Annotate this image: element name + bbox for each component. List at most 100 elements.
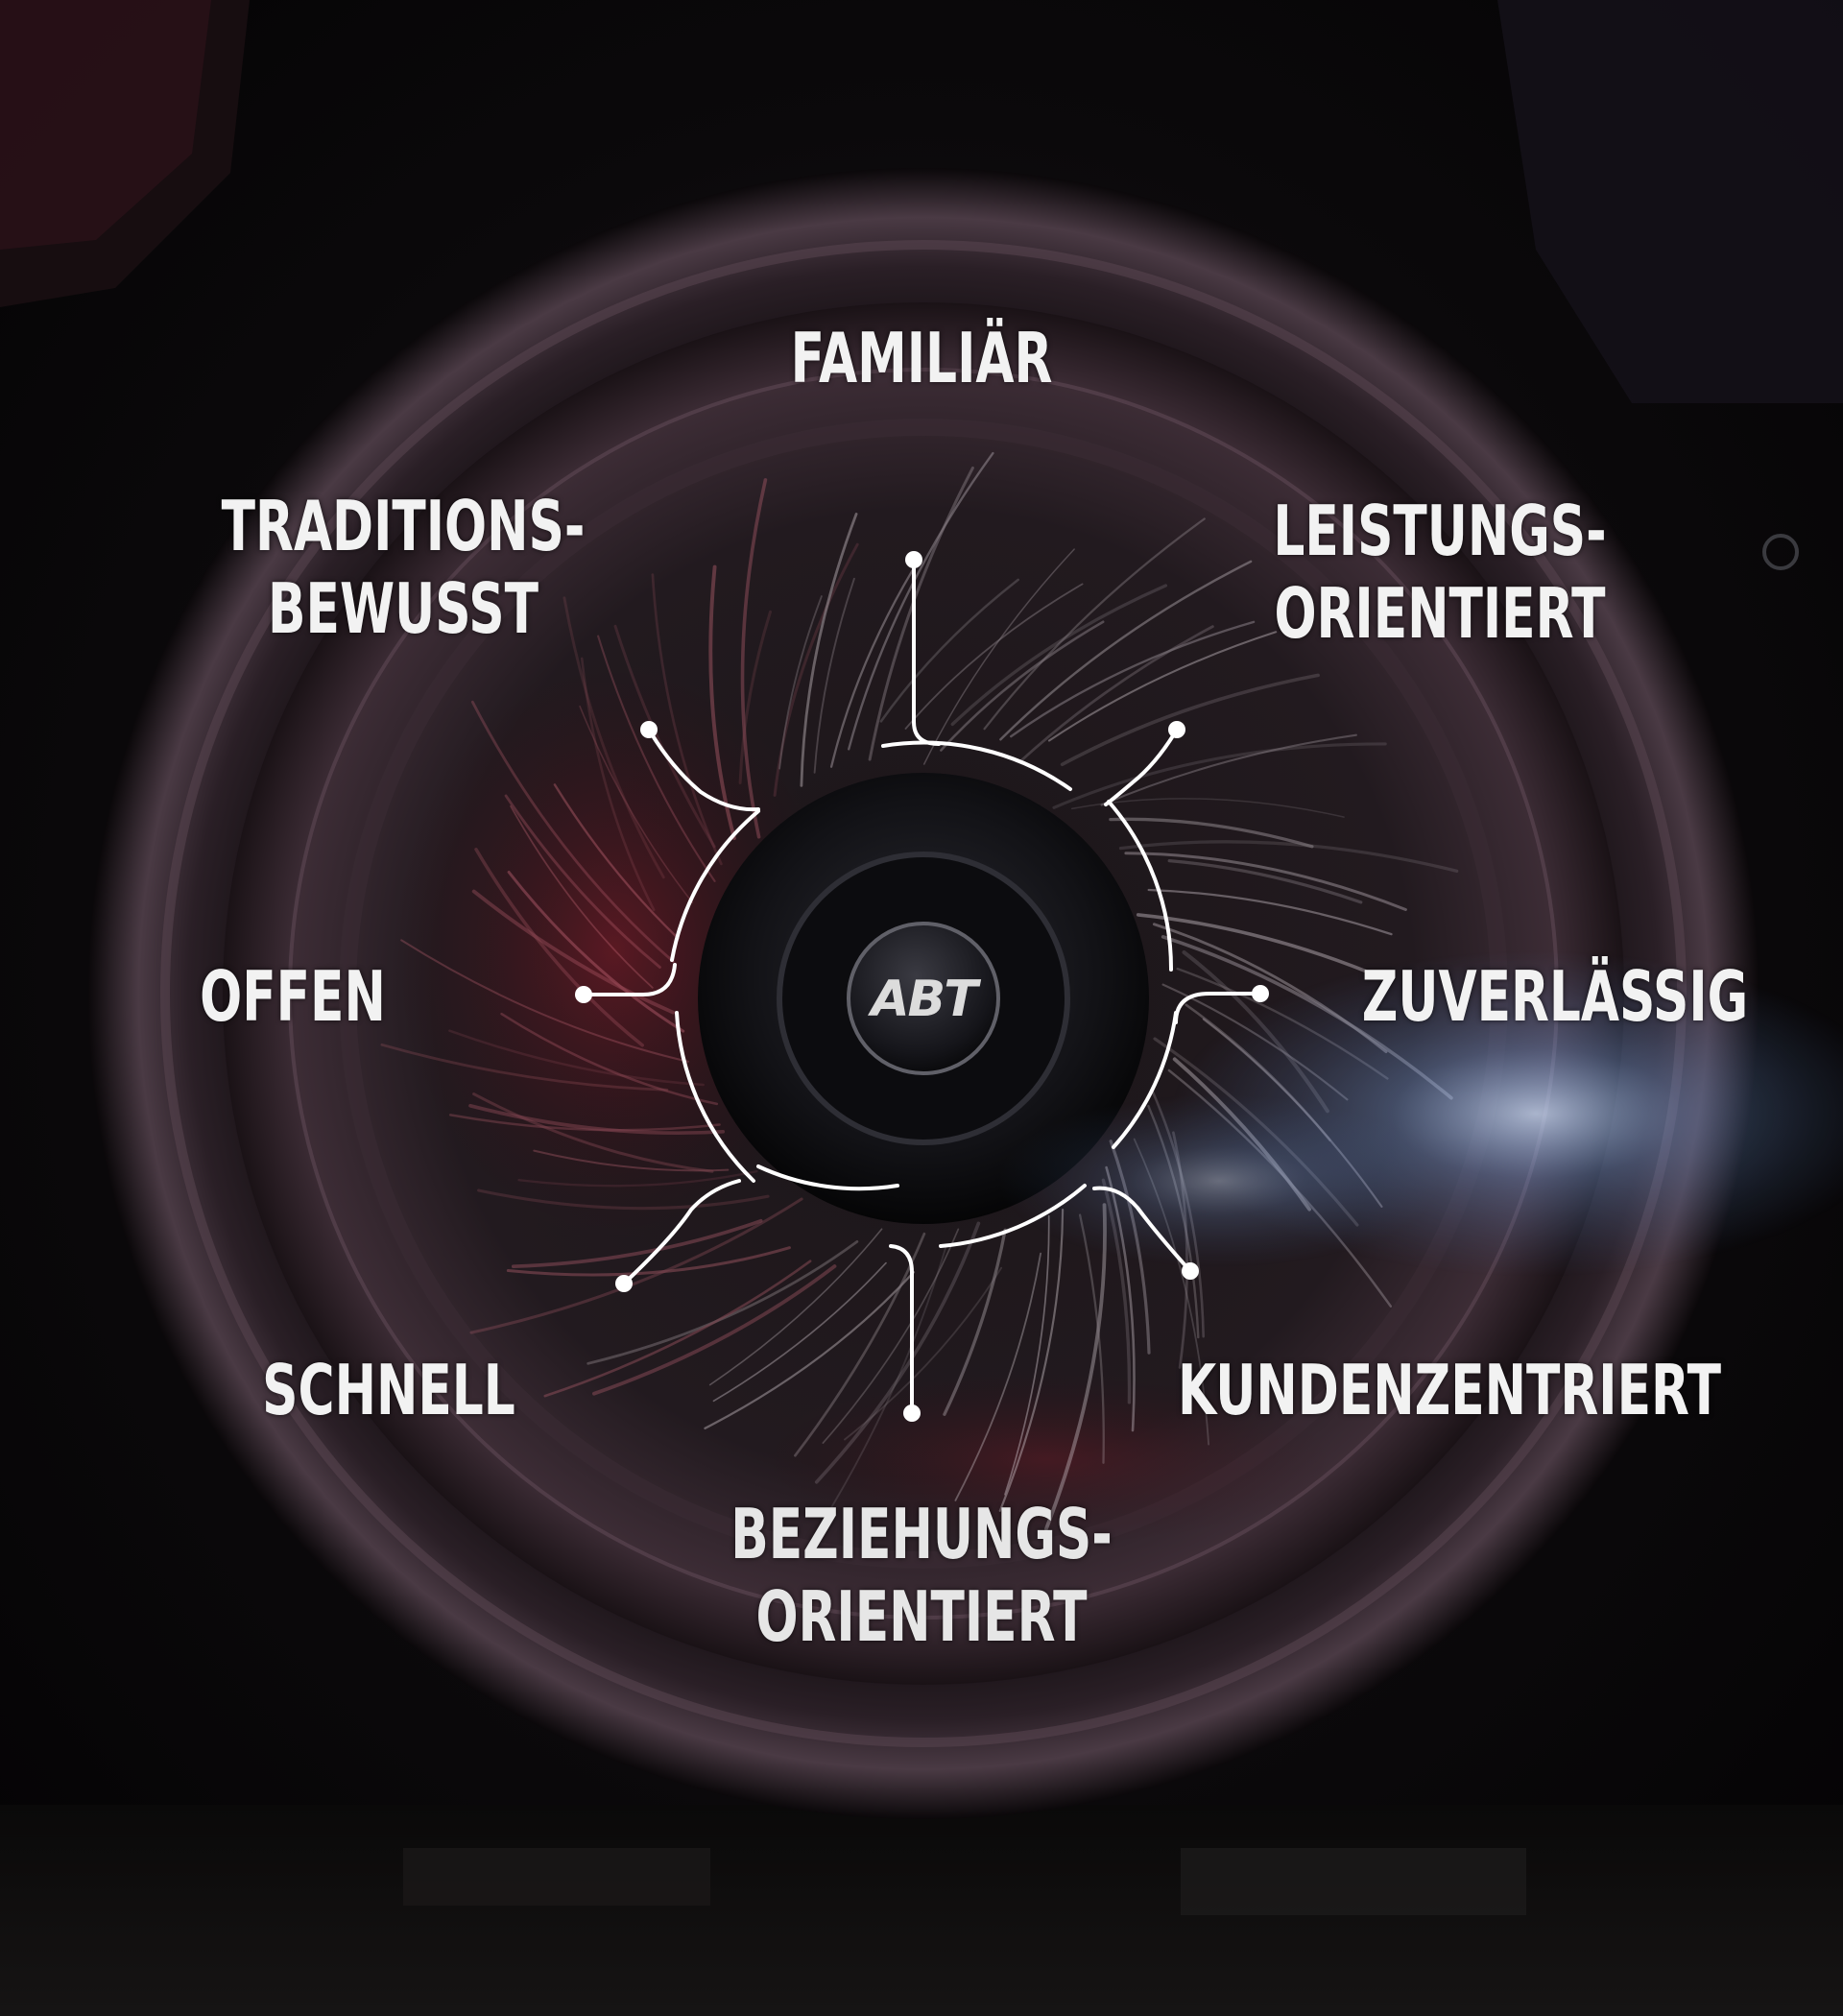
- motion-streak: [868, 466, 974, 761]
- node-dot-traditions: [640, 721, 658, 738]
- node-dot-leistungs: [1168, 721, 1185, 738]
- motion-streak: [738, 610, 772, 784]
- motion-streak: [848, 451, 994, 751]
- label-offen-text: OFFEN: [200, 956, 386, 1037]
- motion-streak: [1109, 817, 1314, 849]
- ring-arc-lower-left: [675, 1011, 755, 1183]
- motion-streak: [1136, 913, 1386, 981]
- motion-streak: [1052, 742, 1387, 809]
- motion-streak: [821, 1243, 947, 1524]
- motion-streak: [470, 700, 675, 964]
- label-kundenzentriert: KUNDENZENTRIERT: [1166, 1349, 1733, 1431]
- motion-streak: [954, 1252, 1041, 1501]
- motion-streak: [800, 513, 858, 787]
- motion-streak: [586, 1240, 859, 1365]
- motion-streak: [1010, 620, 1256, 738]
- motion-streak: [1124, 852, 1407, 911]
- label-leistungs-line2: ORIENTIERT: [1274, 573, 1606, 654]
- motion-streak: [469, 1197, 803, 1334]
- motion-streak: [712, 1261, 887, 1403]
- ring-arc-top: [881, 740, 1072, 791]
- motion-streak: [943, 1228, 1007, 1416]
- label-leistungsorientiert: LEISTUNGS- ORIENTIERT: [1219, 490, 1662, 655]
- motion-streak: [940, 620, 1105, 752]
- ring-arc-lower-right: [1112, 1011, 1178, 1149]
- motion-streak: [477, 1188, 770, 1211]
- label-kunden-text: KUNDENZENTRIERT: [1178, 1350, 1721, 1430]
- motion-streak: [500, 1012, 719, 1106]
- motion-streak: [474, 848, 644, 1047]
- motion-streak: [1018, 625, 1214, 763]
- motion-streak: [1060, 673, 1320, 767]
- motion-streak: [950, 584, 1168, 727]
- motion-streak: [592, 1264, 837, 1396]
- node-dot-beziehungs: [903, 1404, 921, 1422]
- node-dot-zuverl: [1252, 985, 1269, 1002]
- motion-streak: [998, 1209, 1065, 1512]
- motion-streak: [468, 1103, 726, 1136]
- motion-streak: [471, 889, 676, 1015]
- motion-streak: [517, 1169, 758, 1188]
- motion-streak: [562, 596, 665, 879]
- motion-streak: [1047, 631, 1278, 742]
- label-schnell: SCHNELL: [178, 1349, 599, 1431]
- motion-streak: [511, 1218, 763, 1269]
- abt-logo: ABT: [867, 971, 981, 1028]
- motion-streak: [778, 595, 823, 770]
- motion-streak: [704, 1271, 916, 1429]
- ring-arc-right: [1107, 800, 1174, 972]
- label-traditions-line2: BEWUSST: [268, 568, 539, 649]
- label-leistungs-line1: LEISTUNGS-: [1273, 491, 1607, 571]
- motion-streak: [829, 568, 914, 768]
- motion-streak: [613, 624, 716, 849]
- label-beziehungs-line1: BEZIEHUNGS-: [730, 1494, 1113, 1574]
- motion-streak: [597, 635, 716, 882]
- connector-beziehungs: [889, 1244, 914, 1415]
- label-familiaer-text: FAMILIÄR: [790, 318, 1053, 398]
- label-beziehungsorientiert: BEZIEHUNGS- ORIENTIERT: [686, 1493, 1157, 1658]
- motion-streak: [400, 939, 689, 1063]
- motion-streak: [983, 517, 1206, 731]
- motion-streak: [472, 1092, 714, 1173]
- ring-arc-bottom-right: [939, 1184, 1087, 1248]
- motion-streak: [580, 657, 656, 912]
- ring-arc-bottom-left: [756, 1164, 899, 1191]
- motion-streak: [1100, 733, 1357, 806]
- motion-streak: [822, 1228, 960, 1444]
- motion-streak: [510, 804, 654, 989]
- connector-offen: [582, 963, 677, 996]
- label-traditionsbewusst: TRADITIONS- BEWUSST: [182, 485, 625, 650]
- connector-schnell: [622, 1179, 741, 1285]
- node-dot-offen: [575, 986, 592, 1003]
- motion-streak: [553, 783, 680, 940]
- label-zuverlaessig: ZUVERLÄSSIG: [1334, 955, 1777, 1038]
- motion-streak: [579, 706, 694, 903]
- motion-streak: [879, 578, 1019, 723]
- motion-streak: [1118, 840, 1459, 874]
- connector-kunden: [1092, 1186, 1192, 1273]
- motion-streak: [844, 1266, 1003, 1441]
- motion-streak: [380, 1043, 669, 1092]
- motion-streak: [708, 1228, 883, 1386]
- motion-streak: [533, 1149, 730, 1172]
- motion-streak: [999, 560, 1253, 741]
- motion-streak: [922, 548, 1075, 765]
- motion-streak: [773, 542, 859, 797]
- node-dot-schnell: [615, 1275, 633, 1292]
- ring-arc-upper-left: [670, 809, 760, 962]
- motion-streak: [740, 478, 768, 839]
- label-schnell-text: SCHNELL: [262, 1350, 515, 1430]
- motion-streak: [448, 1029, 705, 1087]
- label-zuverlaessig-text: ZUVERLÄSSIG: [1361, 956, 1749, 1037]
- node-dot-kunden: [1182, 1262, 1199, 1280]
- label-beziehungs-line2: ORIENTIERT: [755, 1576, 1088, 1657]
- connector-traditions: [647, 728, 760, 812]
- motion-streak: [813, 577, 855, 774]
- motion-streak: [651, 573, 723, 866]
- motion-streak: [1147, 888, 1393, 936]
- connector-familiaer: [912, 558, 941, 746]
- motion-streak: [448, 1114, 721, 1132]
- motion-streak: [1167, 859, 1363, 904]
